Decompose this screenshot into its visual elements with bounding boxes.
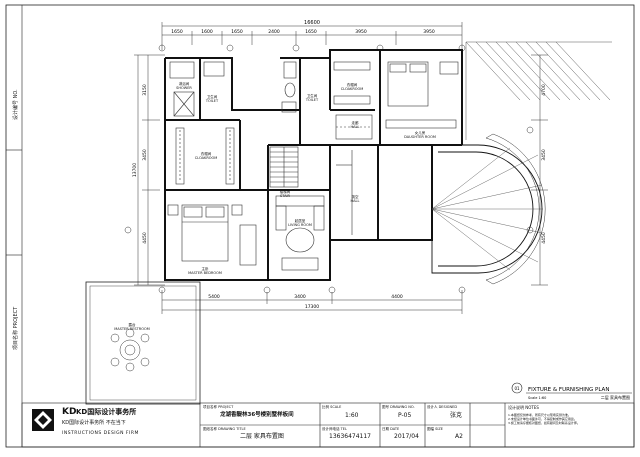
dim-right-2: 3450 — [541, 149, 547, 161]
dim-left-total: 13700 — [132, 163, 138, 177]
interior-lines — [167, 61, 459, 271]
company-name: KD国际设计事务所 — [76, 408, 137, 416]
dim-top-seg-5: 1650 — [305, 29, 317, 35]
dim-top-seg-2: 1600 — [201, 29, 213, 35]
company-english: INSTRUCTIONS DESIGN FIRM — [62, 431, 139, 436]
round-table-set — [110, 328, 150, 372]
dim-left-3: 4450 — [142, 232, 148, 244]
drawing-no-label: 图号 DRAWING NO. — [382, 405, 415, 409]
dim-top-seg-1: 1650 — [171, 29, 183, 35]
company-slogan: KD国际设计事务所 不在当下 — [62, 420, 126, 426]
designer-value: 张克 — [450, 412, 463, 419]
side-strip-bottom: 项目名称 PROJECT — [12, 306, 19, 350]
title-subtitle: 二层 家具布置图 — [601, 394, 630, 400]
title-number: 01 — [514, 386, 520, 391]
dim-left-1: 3150 — [142, 84, 148, 96]
sunroom-glazing — [485, 133, 546, 285]
side-strip-top: 设计编号 NO. — [12, 89, 19, 120]
scale-value: 1:60 — [345, 412, 359, 419]
drawing-title-label: 图纸名称 DRAWING TITLE — [203, 427, 246, 431]
title-block-frame — [21, 402, 635, 448]
rotunda-rays — [431, 147, 543, 271]
phone-label: 设计师电话 TEL — [322, 427, 347, 431]
notes-body: 1.本图纸仅供参考，所有尺寸以现场实测为准。 2.未经设计单位书面许可，不得复制… — [508, 413, 580, 426]
dim-right-1: 4700 — [541, 84, 547, 96]
dim-bottom-total: 17300 — [305, 304, 319, 310]
right-dimensions — [531, 54, 548, 286]
designer-label: 设计人 DESIGNED — [427, 405, 458, 409]
walls — [164, 49, 463, 281]
title-scale: Scale 1:60 — [528, 396, 546, 400]
date-label: 日期 DATE — [382, 427, 400, 431]
phone-value: 13636474117 — [329, 433, 371, 440]
dim-bottom-1: 5400 — [208, 294, 220, 300]
dim-top-seg-3: 1650 — [231, 29, 243, 35]
title-main: FIXTURE & FURNISHING PLAN — [528, 387, 609, 393]
dim-bottom-2: 3400 — [294, 294, 306, 300]
sheet-value: A2 — [455, 433, 463, 440]
project-label: 项目名称 PROJECT — [203, 405, 234, 409]
dim-bottom-3: 4400 — [391, 294, 403, 300]
project-name: 龙湖香醍林36号楼别墅样板间 — [220, 412, 294, 418]
top-dimensions — [161, 22, 463, 50]
drawing-title: 二层 家具布置图 — [240, 433, 284, 440]
notes-title: 设计说明 NOTES — [508, 405, 539, 410]
company-logo — [32, 409, 54, 431]
scale-label: 比例 SCALE — [322, 405, 342, 409]
company-logo-mark: KD — [62, 407, 77, 417]
sheet-label: 图幅 SIZE — [427, 427, 443, 431]
dim-right-3: 4450 — [541, 232, 547, 244]
date-value: 2017/04 — [394, 433, 419, 440]
dim-left-2: 3450 — [142, 149, 148, 161]
left-dimensions — [134, 54, 165, 286]
bottom-dimensions — [161, 290, 463, 314]
dim-top-seg-6: 3950 — [355, 29, 367, 35]
title-number-circle — [511, 382, 523, 394]
drawing-no: P-05 — [398, 412, 412, 419]
balcony — [85, 281, 201, 405]
title-heading: 01 FIXTURE & FURNISHING PLAN Scale 1:60 … — [511, 382, 632, 400]
dim-top-seg-4: 2400 — [268, 29, 280, 35]
roof-hatching — [465, 41, 612, 140]
dim-top-seg-7: 3950 — [423, 29, 435, 35]
dim-top-total: 16600 — [304, 20, 320, 26]
